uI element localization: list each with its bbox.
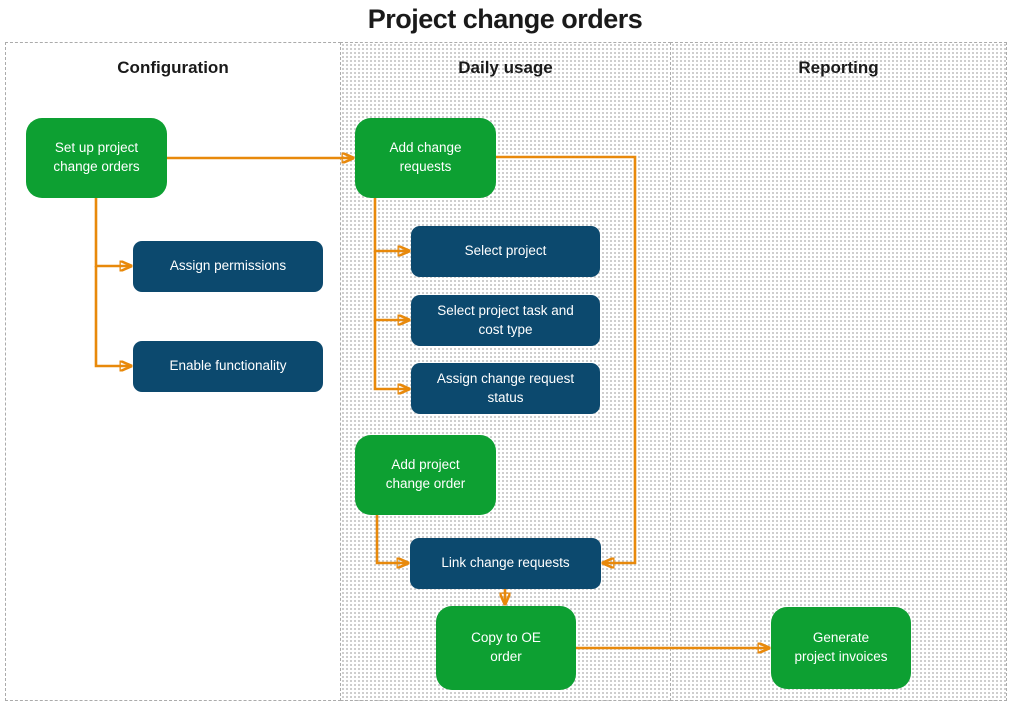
node-select-project: Select project <box>411 226 600 277</box>
node-enable-functionality: Enable functionality <box>133 341 323 392</box>
node-set-up-project-change-orders: Set up project change orders <box>26 118 167 198</box>
node-generate-project-invoices: Generate project invoices <box>771 607 911 689</box>
column-reporting: Reporting <box>670 42 1007 701</box>
node-assign-permissions: Assign permissions <box>133 241 323 292</box>
page-title: Project change orders <box>367 4 643 34</box>
node-link-change-requests: Link change requests <box>410 538 601 589</box>
node-copy-to-oe-order: Copy to OE order <box>436 606 576 690</box>
column-reporting-label: Reporting <box>798 58 879 77</box>
node-add-project-change-order: Add project change order <box>355 435 496 515</box>
node-add-change-requests: Add change requests <box>355 118 496 198</box>
node-assign-change-request-status: Assign change request status <box>411 363 600 414</box>
column-daily-usage-label: Daily usage <box>458 58 553 77</box>
node-select-project-task-and-cost-type: Select project task and cost type <box>411 295 600 346</box>
column-configuration-label: Configuration <box>117 58 229 77</box>
